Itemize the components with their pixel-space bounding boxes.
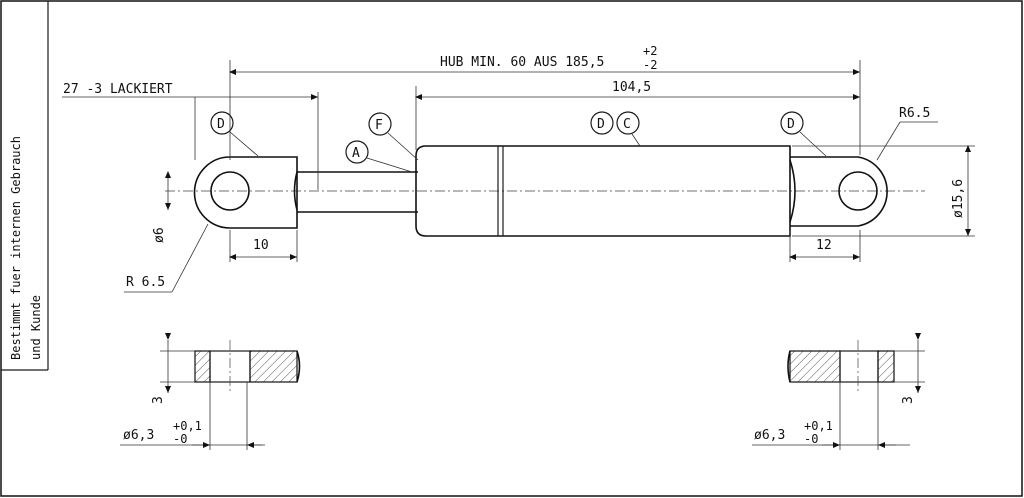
bore-right-tol-plus: +0,1 (804, 419, 833, 433)
svg-text:A: A (352, 146, 360, 161)
cylinder-body (415, 145, 796, 237)
eye-left-width-label: 10 (253, 238, 269, 253)
body-diameter-dimension: ø15,6 (792, 145, 975, 237)
stroke-label: HUB MIN. 60 AUS 185,5 (440, 55, 604, 70)
radius-right-label: R6.5 (899, 106, 930, 121)
left-radius-dimension: R 6.5 (124, 223, 209, 293)
right-radius-dimension: R6.5 (876, 106, 938, 161)
piston-rod (297, 171, 418, 213)
thickness-left-label: 3 (151, 396, 166, 404)
thickness-right-label: 3 (901, 396, 916, 404)
callout-c: C (616, 111, 641, 147)
side-note-line2: und Kunde (29, 295, 43, 360)
svg-text:D: D (787, 117, 795, 132)
bore-right-label: ø6,3 (754, 428, 785, 443)
callout-d-right: D (780, 111, 827, 157)
radius-left-label: R 6.5 (126, 275, 165, 290)
side-note-line1: Bestimmt fuer internen Gebrauch (9, 136, 23, 360)
bore-left-label: ø6,3 (123, 428, 154, 443)
callout-f: F (368, 112, 419, 161)
bore-right-tol-minus: -0 (804, 432, 818, 446)
svg-text:F: F (375, 118, 383, 133)
coating-dimension: 27 -3 LACKIERT (62, 82, 319, 190)
stroke-dimension: HUB MIN. 60 AUS 185,5 +2 -2 (229, 44, 861, 160)
coating-label: 27 -3 LACKIERT (63, 82, 173, 97)
callout-d-left: D (210, 111, 259, 157)
body-diameter-label: ø15,6 (951, 179, 966, 218)
right-eye-width-dimension: 12 (789, 230, 861, 262)
stroke-tol-minus: -2 (643, 58, 657, 72)
right-section-view: 3 ø6,3 +0,1 -0 (752, 333, 925, 450)
svg-text:C: C (623, 117, 631, 132)
body-length-label: 104,5 (612, 80, 651, 95)
svg-text:D: D (597, 117, 605, 132)
svg-text:D: D (217, 117, 225, 132)
left-section-view: 3 ø6,3 +0,1 -0 (120, 333, 301, 450)
eye-right-width-label: 12 (816, 238, 832, 253)
bore-left-tol-plus: +0,1 (173, 419, 202, 433)
side-note-box: Bestimmt fuer internen Gebrauch und Kund… (1, 1, 49, 371)
left-eye-width-dimension: 10 (229, 230, 298, 262)
right-eye (790, 156, 888, 227)
pin-diameter-label: ø6 (152, 227, 167, 243)
callout-d-mid: D (590, 111, 614, 135)
callout-a: A (345, 140, 413, 173)
bore-left-tol-minus: -0 (173, 432, 187, 446)
body-length-dimension: 104,5 (415, 80, 860, 150)
stroke-tol-plus: +2 (643, 44, 657, 58)
pin-diameter-dimension: ø6 (152, 171, 171, 243)
left-eye (193, 156, 298, 229)
